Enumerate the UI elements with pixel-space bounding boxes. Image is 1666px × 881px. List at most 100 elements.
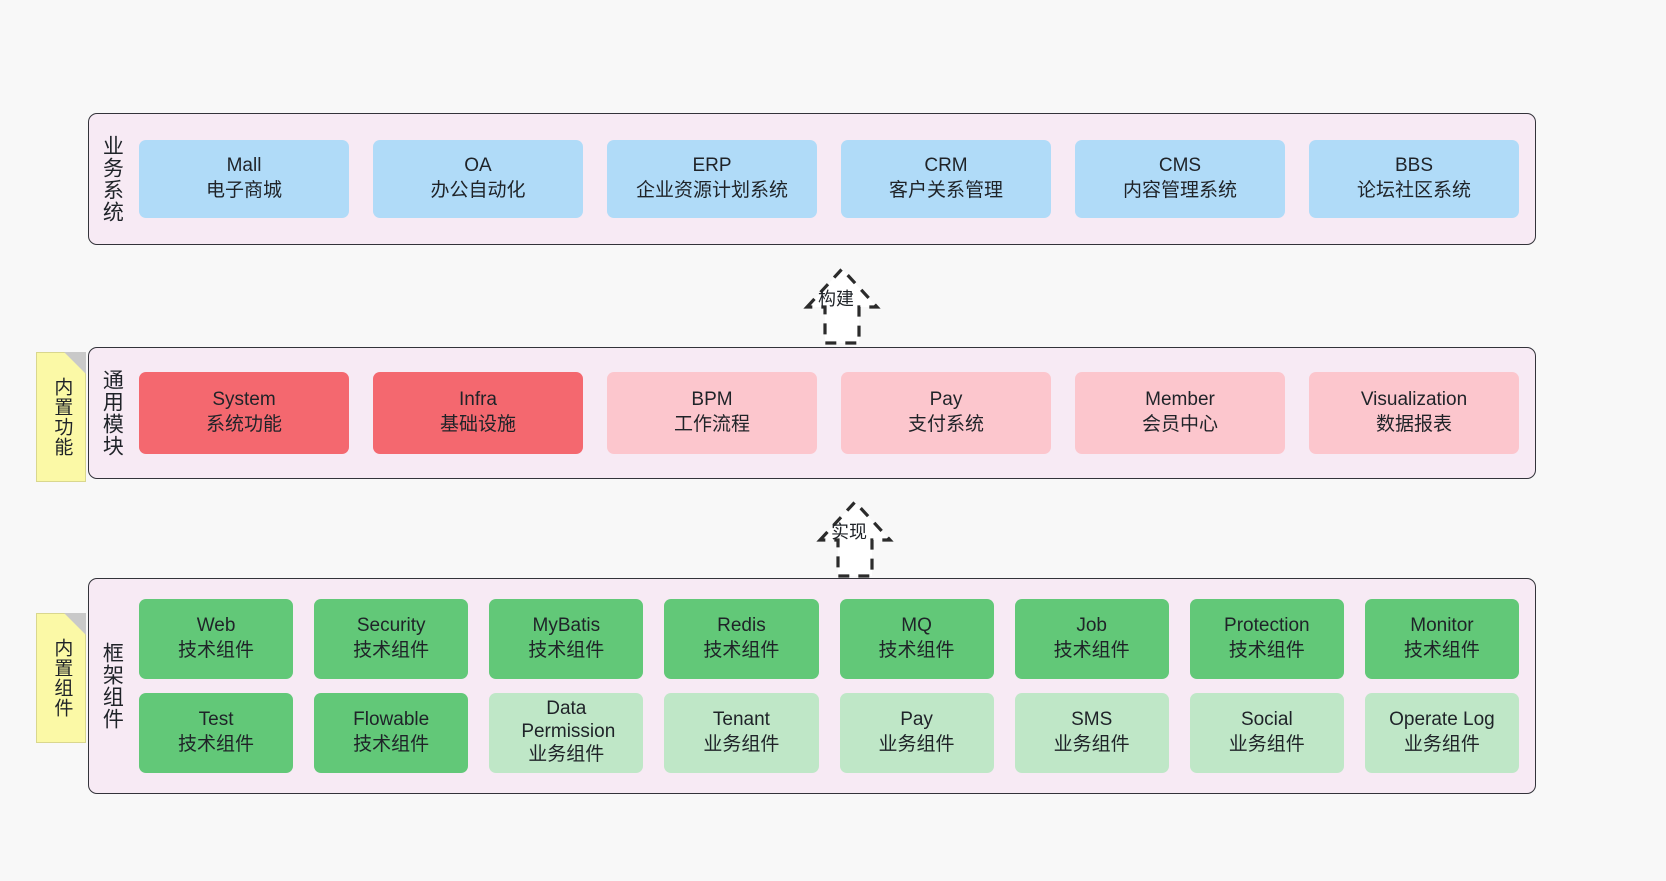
node-protection[interactable]: Protection 技术组件 (1189, 599, 1344, 679)
node-mall[interactable]: Mall 电子商城 (139, 140, 349, 218)
node-pay-module-cn: 支付系统 (907, 414, 984, 435)
node-system-cn: 系统功能 (205, 414, 282, 435)
node-bpm-cn: 工作流程 (673, 414, 750, 435)
node-monitor[interactable]: Monitor 技术组件 (1364, 599, 1519, 679)
note-fold-corner-icon (64, 613, 86, 635)
note-builtin-function-label: 内置功能 (51, 377, 73, 457)
node-oa-cn: 办公自动化 (430, 180, 526, 201)
node-bpm-en: BPM (691, 389, 733, 411)
node-pay-module[interactable]: Pay 支付系统 (841, 372, 1051, 454)
node-sms-en: SMS (1071, 709, 1113, 731)
layer-framework-component-body: Web 技术组件 Security 技术组件 MyBatis 技术组件 Redi… (133, 579, 1535, 793)
node-visualization[interactable]: Visualization 数据报表 (1309, 372, 1519, 454)
node-redis-en: Redis (717, 615, 766, 637)
node-crm-en: CRM (924, 155, 968, 177)
layer-business-system: 业务系统 Mall 电子商城 OA 办公自动化 ERP 企业资源计划系统 CRM… (88, 113, 1536, 245)
layer-framework-component: 框架组件 Web 技术组件 Security 技术组件 MyBatis 技术组件… (88, 578, 1536, 794)
node-redis-cn: 技术组件 (703, 640, 780, 661)
node-pay-component-en: Pay (900, 709, 933, 731)
node-monitor-cn: 技术组件 (1403, 640, 1480, 661)
node-redis[interactable]: Redis 技术组件 (664, 599, 819, 679)
node-protection-en: Protection (1224, 615, 1310, 637)
node-flowable-en: Flowable (353, 709, 430, 731)
node-infra-cn: 基础设施 (439, 414, 516, 435)
note-builtin-component: 内置组件 (36, 613, 86, 743)
node-member-en: Member (1145, 389, 1215, 411)
node-web-en: Web (196, 615, 236, 637)
node-test-cn: 技术组件 (178, 734, 255, 755)
node-job-cn: 技术组件 (1053, 640, 1130, 661)
node-bbs-en: BBS (1394, 155, 1434, 177)
node-mq[interactable]: MQ 技术组件 (839, 599, 994, 679)
node-cms[interactable]: CMS 内容管理系统 (1075, 140, 1285, 218)
note-builtin-function: 内置功能 (36, 352, 86, 482)
node-test[interactable]: Test 技术组件 (139, 693, 294, 773)
node-crm-cn: 客户关系管理 (888, 180, 1003, 201)
node-crm[interactable]: CRM 客户关系管理 (841, 140, 1051, 218)
arrow-build-icon (803, 266, 881, 345)
node-security[interactable]: Security 技术组件 (314, 599, 469, 679)
node-operate-log[interactable]: Operate Log 业务组件 (1364, 693, 1519, 773)
arrow-implement-label: 实现 (831, 522, 867, 542)
node-web-cn: 技术组件 (178, 640, 255, 661)
node-mall-en: Mall (226, 155, 262, 177)
node-social-cn: 业务组件 (1228, 734, 1305, 755)
node-data-permission-cn: 业务组件 (528, 744, 605, 766)
node-infra-en: Infra (458, 389, 498, 411)
node-mq-en: MQ (901, 615, 932, 637)
node-bbs-cn: 论坛社区系统 (1356, 180, 1471, 201)
node-tenant[interactable]: Tenant 业务组件 (664, 693, 819, 773)
node-sms[interactable]: SMS 业务组件 (1014, 693, 1169, 773)
layer-common-module: 通用模块 System 系统功能 Infra 基础设施 BPM 工作流程 Pay… (88, 347, 1536, 479)
layer-framework-component-title: 框架组件 (100, 642, 124, 730)
layer-common-module-title: 通用模块 (100, 369, 124, 457)
node-mall-cn: 电子商城 (205, 180, 282, 201)
node-operate-log-cn: 业务组件 (1403, 734, 1480, 755)
node-bpm[interactable]: BPM 工作流程 (607, 372, 817, 454)
layer-common-module-body: System 系统功能 Infra 基础设施 BPM 工作流程 Pay 支付系统… (133, 348, 1535, 478)
node-system[interactable]: System 系统功能 (139, 372, 349, 454)
node-social[interactable]: Social 业务组件 (1189, 693, 1344, 773)
node-visualization-cn: 数据报表 (1375, 414, 1452, 435)
node-job[interactable]: Job 技术组件 (1014, 599, 1169, 679)
node-monitor-en: Monitor (1410, 615, 1474, 637)
node-mybatis-en: MyBatis (532, 615, 601, 637)
arrow-build: 构建 (755, 255, 930, 350)
node-mybatis-cn: 技术组件 (528, 640, 605, 661)
framework-row-business: Test 技术组件 Flowable 技术组件 Data Permission … (139, 693, 1519, 773)
node-visualization-en: Visualization (1360, 389, 1468, 411)
node-cms-cn: 内容管理系统 (1122, 180, 1237, 201)
node-flowable-cn: 技术组件 (353, 734, 430, 755)
note-builtin-component-label: 内置组件 (51, 638, 73, 718)
arrow-build-label: 构建 (818, 289, 854, 309)
node-bbs[interactable]: BBS 论坛社区系统 (1309, 140, 1519, 218)
node-mybatis[interactable]: MyBatis 技术组件 (489, 599, 644, 679)
node-web[interactable]: Web 技术组件 (139, 599, 294, 679)
node-member[interactable]: Member 会员中心 (1075, 372, 1285, 454)
node-system-en: System (212, 389, 276, 411)
arrow-implement: 实现 (768, 488, 943, 583)
node-oa-en: OA (464, 155, 492, 177)
node-cms-en: CMS (1158, 155, 1202, 177)
node-job-en: Job (1076, 615, 1107, 637)
node-security-cn: 技术组件 (353, 640, 430, 661)
node-erp[interactable]: ERP 企业资源计划系统 (607, 140, 817, 218)
node-erp-cn: 企业资源计划系统 (635, 180, 788, 201)
node-data-permission-en: Data Permission (521, 698, 616, 742)
layer-business-system-body: Mall 电子商城 OA 办公自动化 ERP 企业资源计划系统 CRM 客户关系… (133, 114, 1535, 244)
node-flowable[interactable]: Flowable 技术组件 (314, 693, 469, 773)
arrow-implement-icon (816, 499, 894, 578)
node-protection-cn: 技术组件 (1228, 640, 1305, 661)
node-mq-cn: 技术组件 (878, 640, 955, 661)
layer-business-system-title: 业务系统 (100, 135, 124, 223)
node-tenant-en: Tenant (712, 709, 770, 731)
node-infra[interactable]: Infra 基础设施 (373, 372, 583, 454)
node-oa[interactable]: OA 办公自动化 (373, 140, 583, 218)
note-fold-corner-icon (64, 352, 86, 374)
node-pay-component[interactable]: Pay 业务组件 (839, 693, 994, 773)
node-tenant-cn: 业务组件 (703, 734, 780, 755)
node-data-permission[interactable]: Data Permission 业务组件 (489, 693, 644, 773)
node-test-en: Test (198, 709, 234, 731)
node-security-en: Security (356, 615, 426, 637)
